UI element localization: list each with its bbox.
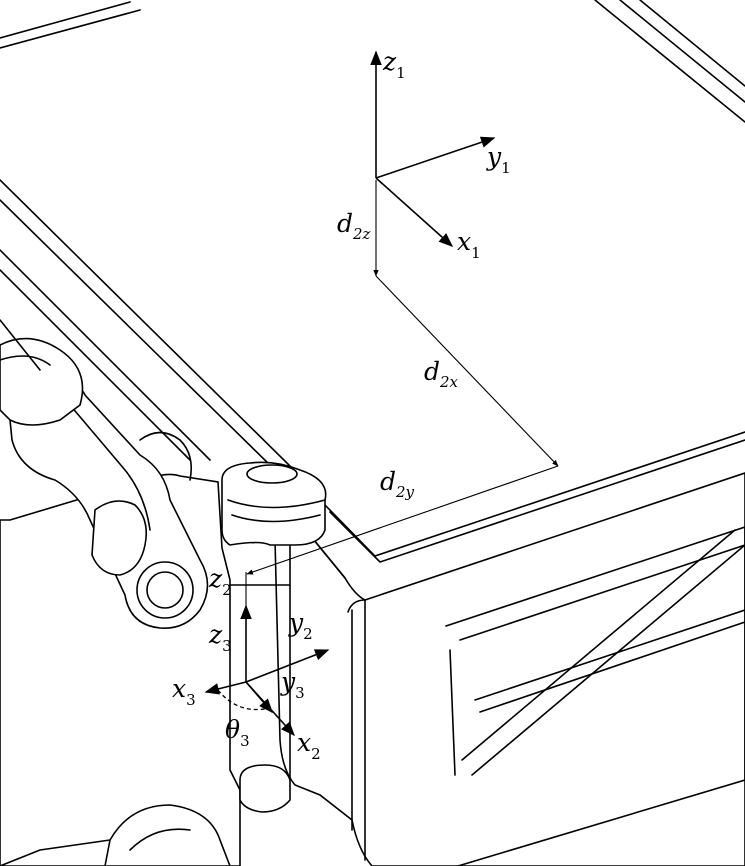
axis-labels: z1 y1 x1 d2z d2x d2y z2 z3 y2 y3 x3 x2 θ… — [172, 47, 511, 763]
roller-middle-top — [139, 431, 193, 481]
rail-1 — [0, 179, 293, 469]
panel-mid-2 — [479, 621, 745, 713]
label-z3: z3 — [208, 620, 232, 655]
top-right-edge-inner — [619, 0, 745, 103]
label-x2: x2 — [297, 728, 321, 763]
roller-bottom — [104, 804, 231, 866]
label-d2z: d2z — [337, 209, 371, 243]
panel-mid-1 — [474, 609, 745, 701]
theta3-arc — [217, 689, 271, 711]
hinge-knuckle-ridge — [227, 499, 326, 509]
box-corner-fillet — [347, 599, 366, 613]
rail-3 — [0, 249, 211, 461]
panel-outer — [445, 526, 745, 866]
y3-axis — [245, 681, 273, 714]
bottom-left-link — [0, 839, 111, 866]
panel-diagonal-2 — [471, 544, 745, 776]
panel-left-edge — [449, 649, 456, 776]
top-left-edge — [0, 1, 131, 39]
offset-dimensions — [246, 180, 559, 575]
label-y1: y1 — [486, 142, 511, 177]
roller-left-rail — [0, 319, 41, 371]
linkage-pin-circle — [136, 561, 194, 619]
top-right-edge-inner2 — [639, 0, 745, 87]
y1-axis — [375, 136, 496, 179]
label-z2: z2 — [208, 564, 232, 599]
label-d2x: d2x — [424, 357, 459, 391]
linkage-pin-inner — [146, 571, 184, 609]
roller-left-edge — [0, 355, 51, 366]
panel-diagonal-1 — [461, 529, 736, 761]
label-y3: y3 — [280, 667, 305, 702]
roller-middle — [91, 500, 148, 576]
hinge-knuckle-ridge2 — [231, 514, 321, 523]
top-right-edge — [594, 0, 745, 123]
label-z1: z1 — [382, 47, 406, 82]
d2x-dimension-line — [375, 275, 559, 467]
d2y-dimension-line — [246, 465, 559, 575]
box-rim-inner — [329, 439, 745, 563]
roller-bottom-edge — [129, 828, 191, 851]
label-x1: x1 — [457, 227, 481, 262]
top-left-edge-inner — [0, 9, 141, 49]
x1-axis — [375, 177, 454, 247]
roller-left — [0, 337, 84, 426]
hinge-knuckle-bottom — [239, 764, 291, 813]
rail-2 — [0, 199, 276, 471]
label-d2y: d2y — [380, 467, 415, 501]
rail-4 — [0, 269, 191, 461]
box-body — [274, 472, 745, 866]
hinge-knuckle-top — [221, 461, 327, 546]
x3-axis — [204, 681, 247, 695]
hinge-slot — [246, 464, 298, 484]
y2-axis — [245, 649, 330, 683]
frame-2-3-axes — [204, 572, 330, 737]
label-theta3: θ3 — [225, 715, 250, 750]
label-y2: y2 — [288, 608, 313, 643]
frame-1-axes — [370, 50, 496, 247]
label-x3: x3 — [172, 674, 196, 709]
